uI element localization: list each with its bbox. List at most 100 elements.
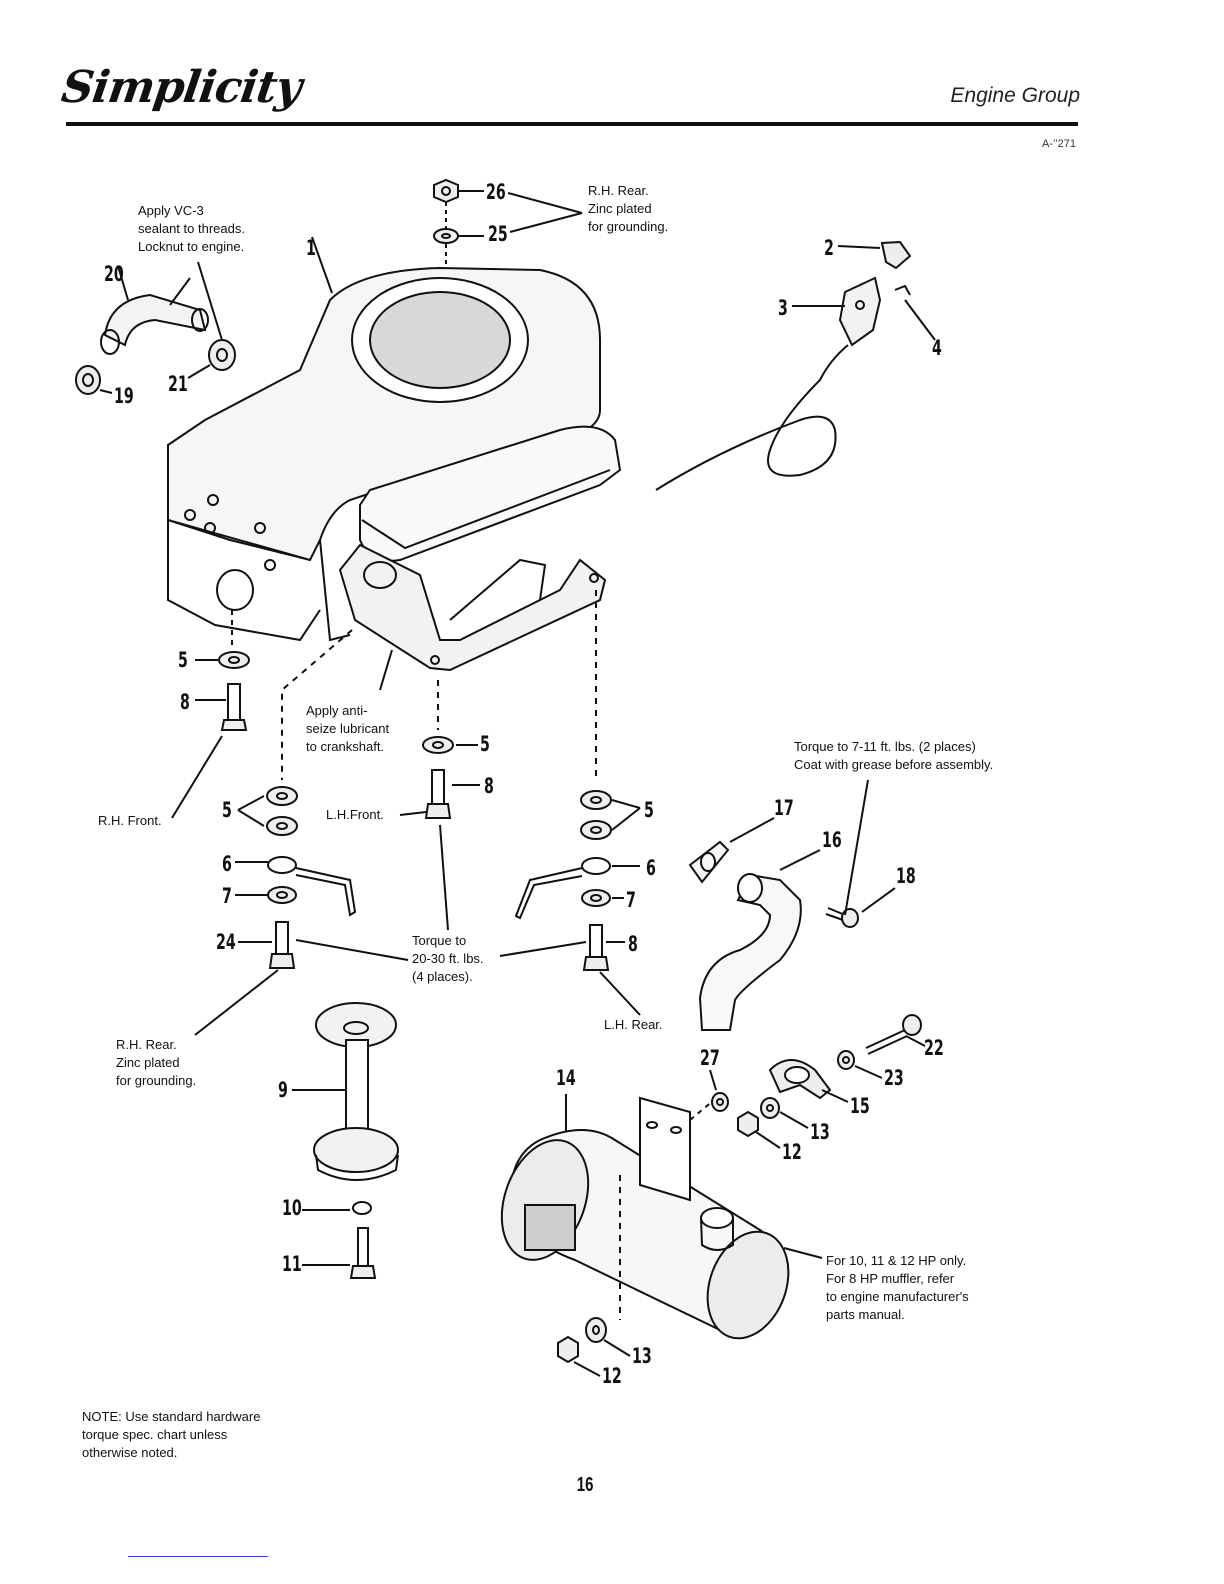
bolt-8-center [424,769,452,819]
leader-muffler-note [783,1247,823,1259]
muffler-14 [500,1096,790,1340]
leader-17 [729,817,775,843]
leader-12-top [755,1131,781,1149]
lockwasher-10 [352,1201,372,1215]
bolt-8-left [220,683,248,731]
leader-2 [837,245,881,249]
leader-rh-rear-bottom [194,969,279,1036]
bolt-11 [349,1227,377,1279]
leader-anti-seize [379,649,393,691]
arrow-torque-left [295,939,409,961]
leader-lh-rear [599,971,641,1016]
note-rh-rear-top: R.H. Rear. Zinc plated for grounding. [588,183,669,234]
note-torque-20-30: Torque to 20-30 ft. lbs. (4 places). [412,933,484,984]
note-muffler: For 10, 11 & 12 HP only. For 8 HP muffle… [826,1253,969,1322]
callout-7-rh: 7 [222,884,232,908]
washer-13-bottom [585,1317,607,1343]
leaders-5-8-center [452,744,480,786]
note-vc3-sealant: Apply VC-3 sealant to threads. Locknut t… [138,203,245,254]
washer-7-rh [267,886,297,904]
callout-13-top: 13 [810,1120,830,1144]
note-lh-rear: L.H. Rear. [604,1017,663,1032]
note-anti-seize: Apply anti- seize lubricant to crankshaf… [306,703,390,754]
leader-19 [99,389,113,394]
leader-12-bottom [573,1361,601,1377]
bolt-18 [825,907,859,928]
washer-27 [711,1092,729,1112]
washer-13-top [760,1097,780,1119]
leader-27 [709,1069,717,1091]
knob-2 [880,240,912,270]
leader-16 [779,849,821,871]
bolt-22 [865,1014,922,1055]
callout-4: 4 [932,336,942,360]
exhaust-pipe-16 [698,873,802,1031]
bracket-6-lh [514,857,611,920]
callout-25: 25 [488,222,508,246]
drawing-code: A-’’271 [1041,138,1076,150]
elbow-fitting-20 [100,293,209,355]
callout-9: 9 [278,1078,288,1102]
callout-19: 19 [114,384,134,408]
note-standard-hardware: NOTE: Use standard hardware torque spec.… [82,1409,261,1460]
engine-shroud [167,266,601,642]
callout-5-rh: 5 [222,798,232,822]
callout-10: 10 [282,1196,302,1220]
arrow-rh-rear-top [507,192,583,233]
leaders-5-8-left [195,659,226,701]
callout-18: 18 [896,864,916,888]
leader-23 [854,1065,883,1079]
callout-7-lh: 7 [626,888,636,912]
callout-11: 11 [282,1252,302,1276]
callout-3: 3 [778,296,788,320]
callout-26: 26 [486,180,506,204]
callout-24: 24 [216,930,236,954]
nut-12-bottom [557,1335,579,1364]
callout-14: 14 [556,1066,576,1090]
page-number: 16 [576,1474,594,1496]
callout-27: 27 [700,1046,720,1070]
leader-1 [311,236,333,294]
pulley-9 [313,1002,399,1181]
leader-torque-7-11 [844,779,869,916]
callout-8-lh: 8 [628,932,638,956]
callout-16: 16 [822,828,842,852]
leader-15 [821,1089,849,1103]
callout-20: 20 [104,262,124,286]
bolt-8-lh [582,924,610,971]
washer-5-center [422,736,454,754]
leader-5-lh [611,799,641,831]
gasket-17 [688,840,730,884]
leader-4 [904,299,936,341]
callout-5-center: 5 [480,732,490,756]
callout-1: 1 [306,236,316,260]
leader-5-rh [237,795,265,827]
arrow-lh-front [399,811,427,816]
callout-8-left: 8 [180,690,190,714]
washer-5-left [218,651,250,669]
control-bracket-3 [838,276,882,347]
leader-rh-front [171,735,223,819]
callout-15: 15 [850,1094,870,1118]
bracket-6-rh [267,856,357,917]
section-title: Engine Group [950,84,1080,107]
callout-12-bottom: 12 [602,1364,622,1388]
leader-13-top [779,1111,809,1129]
clamp-15 [768,1059,832,1100]
star-washer-25 [433,228,459,244]
callout-6-rh: 6 [222,852,232,876]
nut-26 [433,178,459,204]
bolt-24 [268,921,296,969]
note-rh-rear-bottom: R.H. Rear. Zinc plated for grounding. [116,1037,197,1088]
note-rh-front: R.H. Front. [98,813,162,828]
callout-8-center: 8 [484,774,494,798]
callout-17: 17 [774,796,794,820]
callout-21: 21 [168,372,188,396]
crankcase-base [216,543,607,672]
washers-5-rh [266,786,298,836]
callout-13-bottom: 13 [632,1344,652,1368]
callout-22: 22 [924,1036,944,1060]
callout-23: 23 [884,1066,904,1090]
arrow-torque-right [499,941,587,957]
